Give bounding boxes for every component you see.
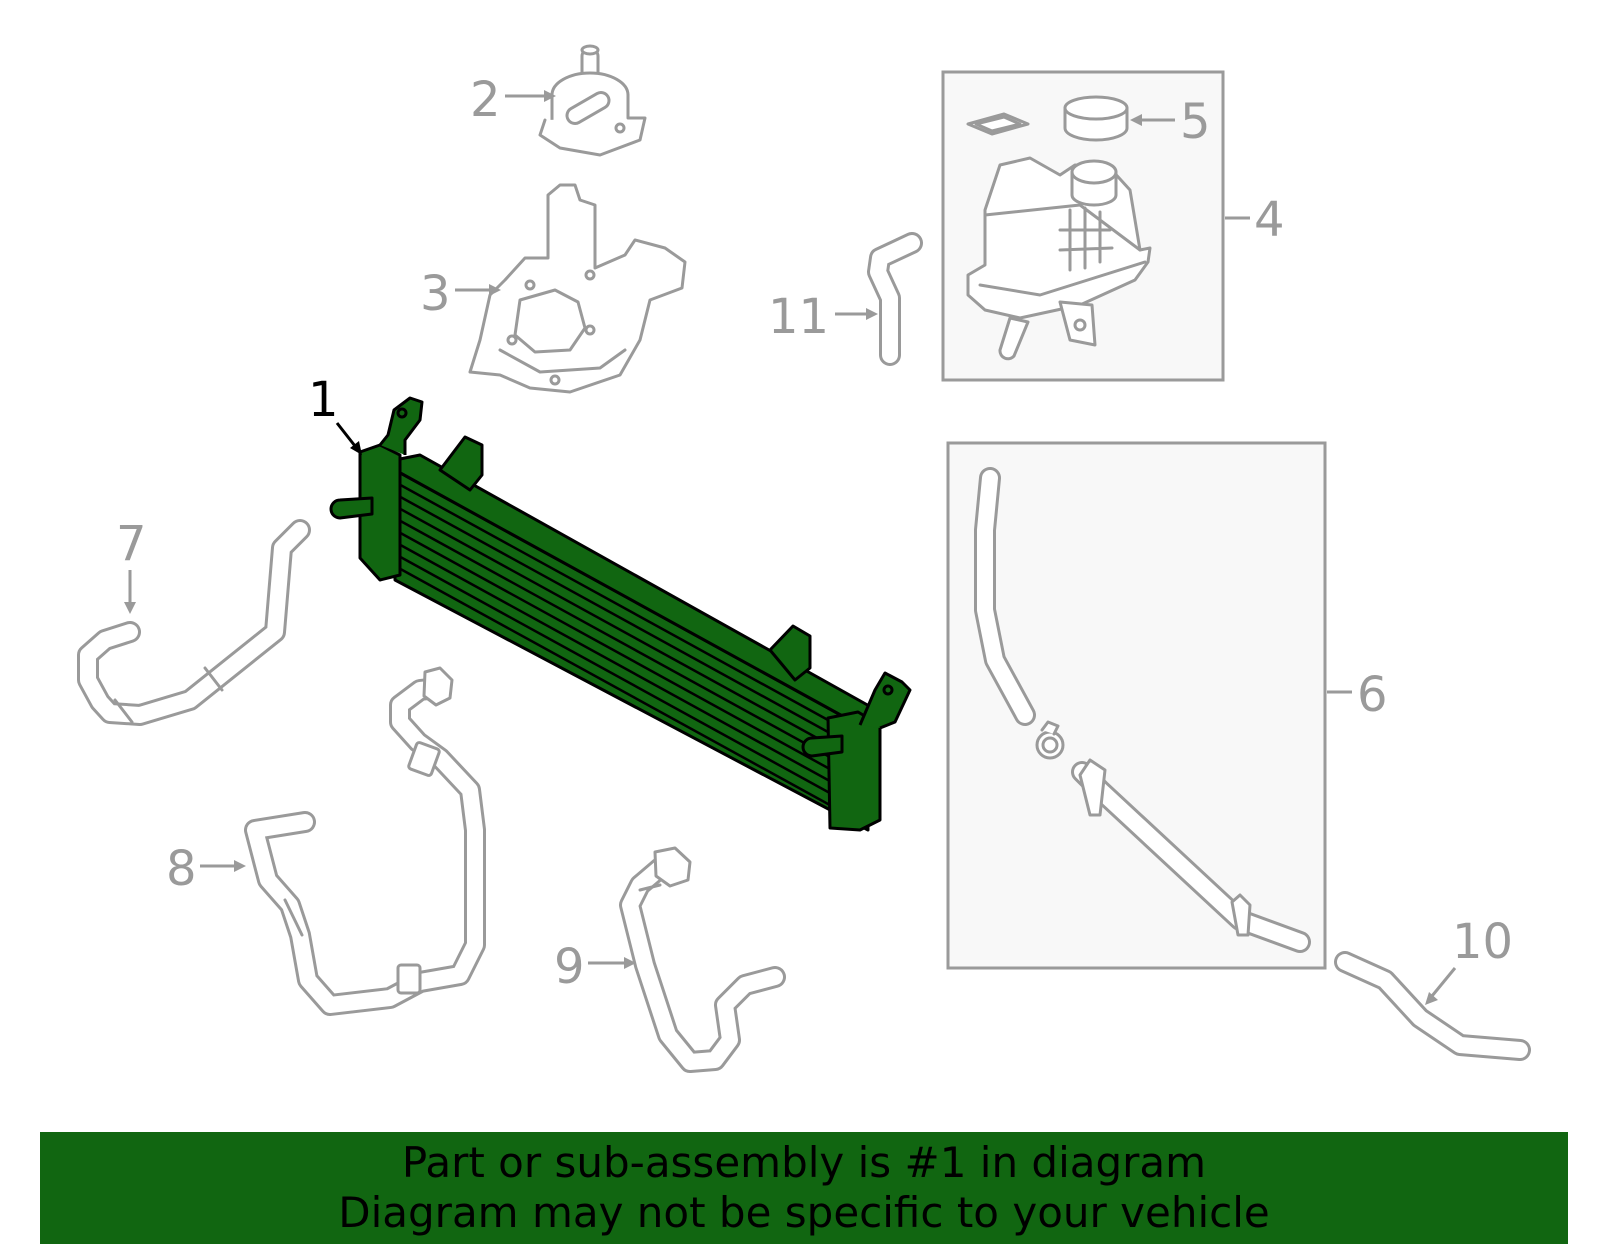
arrowhead-9: [624, 957, 636, 969]
leader-10: [1430, 967, 1457, 997]
callout-3: 3: [420, 266, 451, 322]
arrowhead-3: [489, 284, 501, 296]
callout-1: 1: [308, 372, 339, 428]
banner-line-2: Diagram may not be specific to your vehi…: [338, 1188, 1270, 1237]
part-6-hose[interactable]: [974, 467, 1036, 726]
callout-5: 5: [1180, 94, 1211, 150]
banner-line-1: Part or sub-assembly is #1 in diagram: [401, 1138, 1207, 1187]
arrowhead-7: [124, 602, 136, 614]
arrowhead-5: [1130, 114, 1142, 126]
arrowhead-11: [866, 308, 878, 320]
part-11-hose[interactable]: [867, 232, 923, 366]
callout-2: 2: [470, 72, 501, 128]
callout-8: 8: [166, 841, 197, 897]
info-banner: Part or sub-assembly is #1 in diagram Di…: [40, 1132, 1568, 1244]
part-6-pipe[interactable]: [1071, 758, 1311, 953]
arrowhead-2: [544, 90, 556, 102]
callout-9: 9: [554, 939, 585, 995]
part-8-hose[interactable]: [244, 666, 486, 1016]
part-5-reservoir-cap[interactable]: [1063, 95, 1129, 142]
part-4-reservoir-tank[interactable]: [966, 156, 1152, 361]
part-6-clamp[interactable]: [1035, 720, 1065, 760]
callout-7: 7: [116, 516, 147, 572]
arrowhead-1: [350, 441, 362, 455]
arrowhead-10: [1425, 992, 1438, 1005]
callout-10: 10: [1452, 914, 1513, 970]
part-3-mounting-bracket[interactable]: [468, 183, 687, 394]
group-box-hose-assembly: [946, 441, 1327, 970]
arrowhead-8: [234, 860, 246, 872]
parts-diagram: 4 5 2: [77, 44, 1531, 1073]
callout-4: 4: [1254, 192, 1285, 248]
cooler-fins: [394, 480, 869, 828]
callout-11: 11: [768, 289, 829, 345]
part-9-hose[interactable]: [619, 846, 786, 1073]
part-2-water-pump[interactable]: [538, 44, 647, 157]
callout-6: 6: [1357, 667, 1388, 723]
part-1-oil-cooler[interactable]: [329, 396, 912, 832]
leader-1: [335, 422, 357, 447]
part-10-hose[interactable]: [1334, 951, 1531, 1061]
part-7-hose[interactable]: [77, 519, 311, 726]
part-5-gasket[interactable]: [966, 112, 1030, 136]
